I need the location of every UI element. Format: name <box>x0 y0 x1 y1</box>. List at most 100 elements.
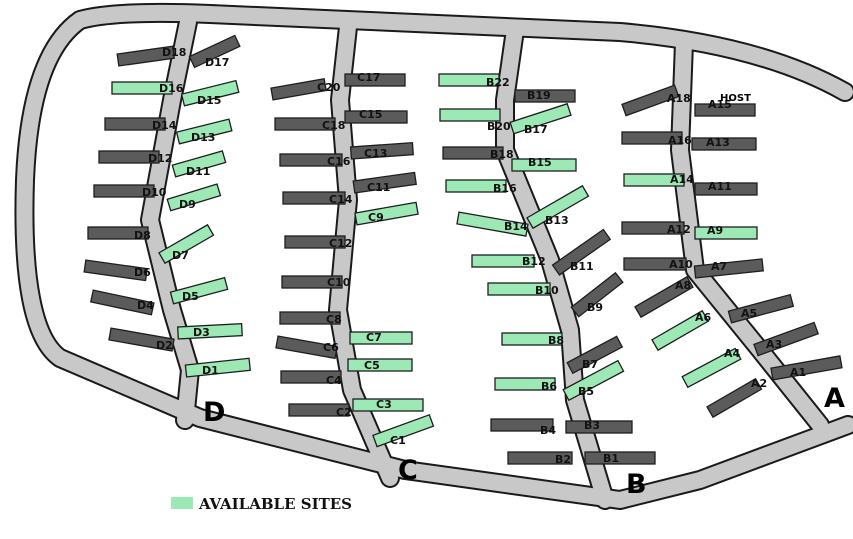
site-pad[interactable] <box>551 228 612 276</box>
site-pad[interactable] <box>344 110 408 124</box>
site-pad[interactable] <box>509 102 572 135</box>
site-pad[interactable] <box>438 73 500 87</box>
site-pad[interactable] <box>349 331 413 345</box>
site-pad[interactable] <box>439 108 501 122</box>
site-c11[interactable]: C11 <box>352 171 417 194</box>
site-b4[interactable]: B4 <box>490 418 556 437</box>
site-pad[interactable] <box>584 451 656 465</box>
site-b15[interactable]: B15 <box>511 156 577 172</box>
site-pad[interactable] <box>104 117 166 131</box>
site-a16[interactable]: A16 <box>621 131 692 147</box>
site-pad[interactable] <box>352 171 417 194</box>
site-a5[interactable]: A5 <box>727 293 795 324</box>
site-d17[interactable]: D17 <box>188 34 241 69</box>
site-a3[interactable]: A3 <box>753 321 820 357</box>
site-b14[interactable]: B14 <box>456 211 529 237</box>
site-b22[interactable]: B22 <box>438 73 510 89</box>
site-pad[interactable] <box>623 257 687 271</box>
site-c1[interactable]: C1 <box>372 414 435 448</box>
site-pad[interactable] <box>511 158 577 172</box>
site-pad[interactable] <box>651 309 710 352</box>
site-pad[interactable] <box>166 183 222 212</box>
site-pad[interactable] <box>354 201 419 226</box>
site-d13[interactable]: D13 <box>175 118 233 145</box>
site-c10[interactable]: C10 <box>281 275 351 289</box>
site-b10[interactable]: B10 <box>487 282 559 297</box>
site-c13[interactable]: C13 <box>349 141 414 160</box>
site-b19[interactable]: B19 <box>514 89 576 103</box>
site-b16[interactable]: B16 <box>445 179 517 195</box>
site-pad[interactable] <box>770 355 843 381</box>
site-a11[interactable]: A11 <box>694 180 758 196</box>
site-b13[interactable]: B13 <box>526 184 590 230</box>
site-a7[interactable]: A7 <box>693 258 764 279</box>
site-a18[interactable]: A18 <box>621 84 691 117</box>
site-pad[interactable] <box>279 311 341 325</box>
site-b17[interactable]: B17 <box>509 102 572 136</box>
site-pad[interactable] <box>171 150 227 178</box>
site-pad[interactable] <box>344 73 406 87</box>
site-d5[interactable]: D5 <box>169 276 229 305</box>
site-d7[interactable]: D7 <box>158 223 215 265</box>
site-pad[interactable] <box>275 335 338 360</box>
site-pad[interactable] <box>526 184 590 230</box>
site-b5[interactable]: B5 <box>562 359 625 402</box>
site-pad[interactable] <box>282 191 346 205</box>
site-a15[interactable]: A15 <box>694 98 756 117</box>
site-pad[interactable] <box>284 235 346 249</box>
site-c15[interactable]: C15 <box>344 108 408 124</box>
site-pad[interactable] <box>487 282 551 296</box>
site-d10[interactable]: D10 <box>93 184 167 199</box>
site-d1[interactable]: D1 <box>184 357 251 378</box>
site-d14[interactable]: D14 <box>104 117 177 132</box>
site-a13[interactable]: A13 <box>691 136 757 151</box>
site-c6[interactable]: C6 <box>275 335 339 360</box>
site-d6[interactable]: D6 <box>83 259 151 282</box>
site-c9[interactable]: C9 <box>354 201 419 226</box>
site-b1[interactable]: B1 <box>584 451 656 465</box>
site-pad[interactable] <box>694 226 758 240</box>
site-pad[interactable] <box>490 418 554 432</box>
site-a14[interactable]: A14 <box>623 173 694 187</box>
site-b8[interactable]: B8 <box>501 332 564 347</box>
site-pad[interactable] <box>274 117 336 131</box>
site-pad[interactable] <box>507 451 573 465</box>
site-c12[interactable]: C12 <box>284 235 352 250</box>
site-d9[interactable]: D9 <box>166 183 222 212</box>
site-c14[interactable]: C14 <box>282 191 353 206</box>
site-pad[interactable] <box>514 89 576 103</box>
site-pad[interactable] <box>280 370 342 384</box>
site-pad[interactable] <box>184 357 251 378</box>
site-pad[interactable] <box>693 258 764 279</box>
site-a4[interactable]: A4 <box>681 347 742 389</box>
site-d3[interactable]: D3 <box>177 322 243 340</box>
site-b9[interactable]: B9 <box>570 271 624 318</box>
site-a9[interactable]: A9 <box>694 224 758 240</box>
site-pad[interactable] <box>501 332 563 346</box>
site-pad[interactable] <box>349 141 414 160</box>
site-b12[interactable]: B12 <box>471 254 546 268</box>
site-pad[interactable] <box>98 150 160 164</box>
site-pad[interactable] <box>279 153 343 167</box>
site-pad[interactable] <box>87 226 149 240</box>
site-c7[interactable]: C7 <box>349 331 413 345</box>
site-pad[interactable] <box>347 358 413 372</box>
site-pad[interactable] <box>621 84 680 117</box>
site-c5[interactable]: C5 <box>347 358 413 372</box>
site-pad[interactable] <box>180 79 240 107</box>
site-b7[interactable]: B7 <box>566 335 624 375</box>
site-pad[interactable] <box>372 414 435 448</box>
site-pad[interactable] <box>281 275 343 289</box>
site-c17[interactable]: C17 <box>344 71 406 87</box>
site-pad[interactable] <box>270 77 327 101</box>
site-pad[interactable] <box>108 327 175 352</box>
site-pad[interactable] <box>691 137 757 151</box>
site-a10[interactable]: A10 <box>623 257 693 271</box>
site-c18[interactable]: C18 <box>274 117 345 132</box>
site-pad[interactable] <box>445 179 507 193</box>
site-a2[interactable]: A2 <box>706 377 767 419</box>
site-c4[interactable]: C4 <box>280 370 342 387</box>
site-pad[interactable] <box>566 335 624 375</box>
site-d18[interactable]: D18 <box>116 45 186 67</box>
site-pad[interactable] <box>694 182 758 196</box>
